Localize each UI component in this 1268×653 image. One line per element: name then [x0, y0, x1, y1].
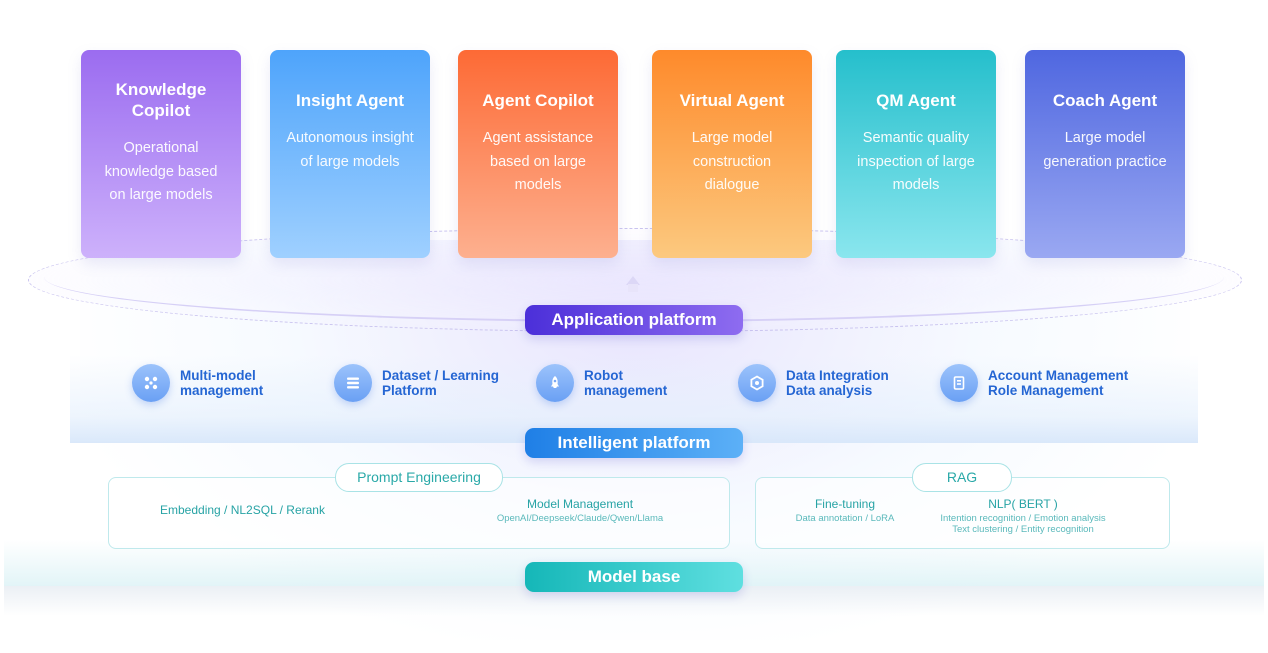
- data-integration-icon: [738, 364, 776, 402]
- item-label-line2: management: [584, 383, 668, 398]
- card-coach-agent[interactable]: Coach Agent Large model generation pract…: [1025, 50, 1185, 258]
- item-label-line1: Robot: [584, 367, 623, 383]
- card-agent-copilot[interactable]: Agent Copilot Agent assistance based on …: [458, 50, 618, 258]
- nlp-sub-line2: Text clustering / Entity recognition: [952, 524, 1094, 535]
- intelligent-platform-label: Intelligent platform: [525, 428, 743, 458]
- card-title: Coach Agent: [1052, 91, 1158, 110]
- card-title: Insight Agent: [296, 91, 404, 110]
- item-label-line1: Multi-model: [180, 367, 256, 383]
- item-label-line1: Data Integration: [786, 367, 889, 383]
- dataset-icon: [334, 364, 372, 402]
- card-description: Semantic quality inspection of large mod…: [857, 130, 975, 193]
- card-title: QM Agent: [876, 91, 956, 110]
- item-label-line2: Data analysis: [786, 383, 873, 398]
- model-management-list: OpenAI/Deepseek/Claude/Qwen/Llama: [496, 513, 664, 524]
- application-platform-label: Application platform: [525, 305, 743, 335]
- item-label-line1: Account Management: [988, 367, 1129, 383]
- embedding-label: Embedding / NL2SQL / Rerank: [160, 503, 325, 517]
- model-base-label: Model base: [525, 562, 743, 592]
- prompt-engineering-tag: Prompt Engineering: [335, 463, 503, 492]
- up-arrow-icon: [626, 276, 640, 285]
- item-label-line2: management: [180, 383, 264, 398]
- card-description: Large model construction dialogue: [691, 130, 773, 193]
- model-management-title: Model Management: [526, 497, 634, 511]
- card-insight-agent[interactable]: Insight Agent Autonomous insight of larg…: [270, 50, 430, 258]
- card-description: Large model generation practice: [1043, 130, 1167, 170]
- card-virtual-agent[interactable]: Virtual Agent Large model construction d…: [652, 50, 812, 258]
- card-description: Autonomous insight of large models: [286, 130, 414, 170]
- rocket-icon: [536, 364, 574, 402]
- card-knowledge-copilot[interactable]: Knowledge Copilot Operational knowledge …: [81, 50, 241, 258]
- item-label-line2: Platform: [382, 383, 437, 398]
- card-title: Virtual Agent: [679, 91, 785, 110]
- card-title: Knowledge Copilot: [115, 80, 207, 120]
- nlp-title: NLP( BERT ): [988, 497, 1058, 511]
- card-title: Agent Copilot: [482, 91, 594, 110]
- card-qm-agent[interactable]: QM Agent Semantic quality inspection of …: [836, 50, 996, 258]
- rag-tag: RAG: [912, 463, 1012, 492]
- item-label-line1: Dataset / Learning: [382, 367, 500, 383]
- card-description: Operational knowledge based on large mod…: [104, 140, 218, 203]
- card-description: Agent assistance based on large models: [482, 130, 594, 193]
- nlp-sub-line1: Intention recognition / Emotion analysis: [940, 513, 1106, 524]
- item-label-line2: Role Management: [988, 383, 1104, 398]
- up-arrow-stem: [628, 284, 638, 292]
- fine-tuning-sub: Data annotation / LoRA: [795, 513, 895, 524]
- multi-model-icon: [132, 364, 170, 402]
- account-icon: [940, 364, 978, 402]
- fine-tuning-title: Fine-tuning: [814, 497, 876, 511]
